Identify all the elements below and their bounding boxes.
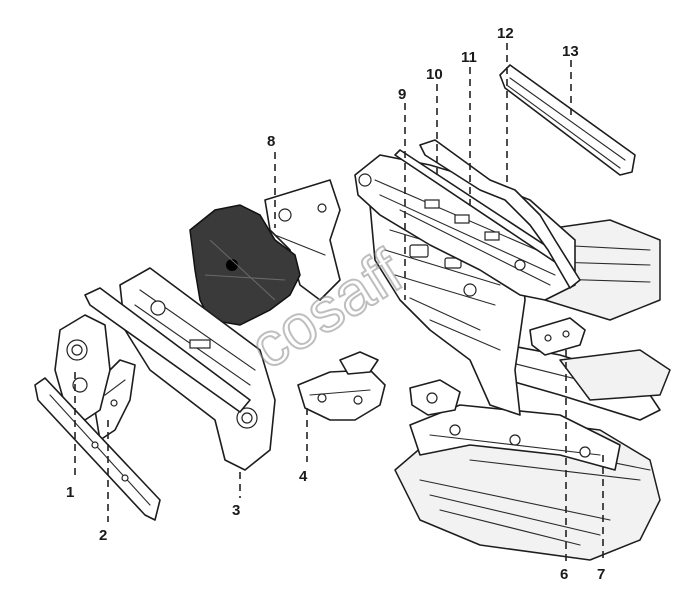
callout-13: 13 <box>562 43 579 60</box>
cowl-upper-bar <box>419 139 581 289</box>
lower-valance <box>34 377 161 521</box>
callout-11: 11 <box>461 49 477 66</box>
inner-fender-bracket <box>264 179 341 301</box>
callout-1: 1 <box>66 484 74 501</box>
callout-6: 6 <box>560 566 568 583</box>
floor-pan-assembly <box>394 219 671 561</box>
shaded-wheelhouse-panel <box>189 204 301 326</box>
engine-mount-bracket <box>297 351 386 421</box>
callout-3: 3 <box>232 502 240 519</box>
callout-numbers: 1 2 3 4 6 7 8 9 10 11 12 13 <box>66 25 605 583</box>
callout-7: 7 <box>597 566 605 583</box>
callout-10: 10 <box>426 66 443 83</box>
roof-bow <box>499 64 636 176</box>
callout-9: 9 <box>398 86 406 103</box>
small-mount <box>409 379 461 416</box>
leader-lines <box>74 43 604 562</box>
callout-2: 2 <box>99 527 107 544</box>
callout-4: 4 <box>299 468 308 485</box>
small-reinforcement <box>529 317 586 356</box>
cowl-panel <box>354 154 576 301</box>
headlamp-panel <box>54 314 111 421</box>
callout-8: 8 <box>267 133 275 150</box>
callout-12: 12 <box>497 25 514 42</box>
